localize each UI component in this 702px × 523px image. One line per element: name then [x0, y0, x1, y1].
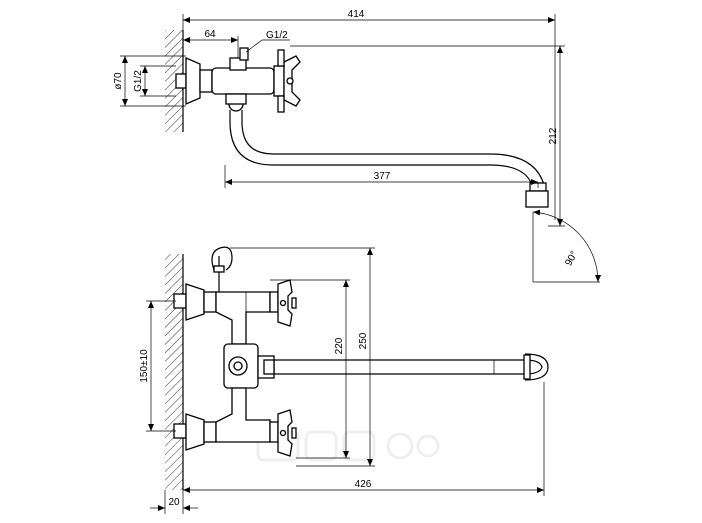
dimension-wall-depth: 20 — [150, 490, 198, 514]
dimension-swivel-angle: 90° — [532, 209, 602, 283]
eccentric-fitting-upper — [173, 283, 217, 321]
top-view: 414 64 G1/2 ø70 G1/2 — [113, 9, 602, 283]
dimension-spout-height: 212 — [290, 45, 565, 227]
thread-top-leader: G1/2 — [245, 30, 290, 53]
dimension-height-total: 250 — [230, 247, 375, 467]
dim-wall-depth-label: 20 — [168, 497, 180, 508]
front-view: 220 250 150±10 426 20 — [139, 246, 549, 514]
mixer-body-lower — [215, 387, 271, 443]
mixer-body-diverter — [223, 343, 275, 389]
dim-overall-length-label: 414 — [348, 9, 365, 20]
mixer-body-upper — [215, 291, 271, 345]
dimension-center-distance: 150±10 — [139, 300, 176, 432]
thread-top-label: G1/2 — [266, 30, 288, 41]
dim-wall-offset-label: 64 — [204, 29, 216, 40]
cross-handle-upper — [269, 279, 297, 327]
dimension-thread-side: G1/2 — [133, 65, 176, 97]
spout-front — [274, 353, 549, 381]
spout-top — [229, 110, 549, 208]
dim-spout-length-label: 426 — [355, 479, 372, 490]
dim-flange-diameter-label: ø70 — [113, 72, 124, 90]
dimension-wall-offset: 64 — [183, 29, 239, 58]
dim-swivel-angle-label: 90° — [563, 249, 580, 268]
mixer-body-top — [211, 47, 275, 112]
cross-handle-top — [273, 49, 301, 113]
dimension-flange-diameter: ø70 — [113, 55, 186, 107]
dimension-height-upper: 220 — [270, 279, 350, 459]
eccentric-fitting-lower — [173, 413, 217, 451]
dim-thread-side-label: G1/2 — [133, 70, 144, 92]
dim-height-total-label: 250 — [358, 332, 369, 349]
dimension-spout-length: 426 — [182, 382, 545, 496]
dimension-overall-length: 414 — [182, 9, 556, 220]
dim-center-distance-label: 150±10 — [139, 349, 150, 383]
dimension-spout-reach: 377 — [224, 165, 539, 188]
cross-handle-lower — [269, 409, 297, 457]
dim-height-upper-label: 220 — [334, 337, 345, 354]
dim-spout-reach-label: 377 — [374, 171, 391, 182]
wall-section-front — [165, 254, 184, 490]
eccentric-fitting-top — [175, 57, 213, 105]
dim-spout-height-label: 212 — [548, 127, 559, 144]
shower-holder — [211, 246, 233, 292]
